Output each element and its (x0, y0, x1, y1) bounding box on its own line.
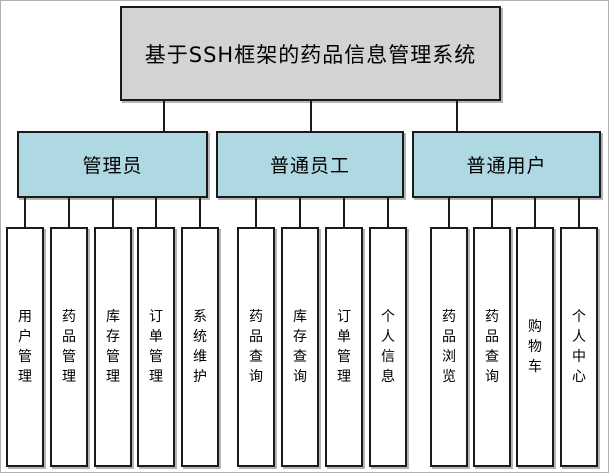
leaf-node-label: 订单管理 (337, 309, 351, 385)
root-node-label: 基于SSH框架的药品信息管理系统 (144, 42, 477, 67)
connector-user-personal-center (578, 198, 580, 227)
leaf-node-label: 个人信息 (381, 309, 395, 385)
connector-admin-system-maintenance (199, 198, 201, 227)
leaf-node-label: 库存管理 (106, 309, 120, 385)
group-node-employee: 普通员工 (216, 131, 404, 198)
connector-user-drug-query (491, 198, 493, 227)
leaf-node-label: 订单管理 (149, 309, 163, 385)
connector-root-employee (310, 101, 312, 131)
leaf-node-order-management-admin: 订单管理 (137, 227, 175, 467)
leaf-node-user-management: 用户管理 (6, 227, 44, 467)
leaf-node-label: 库存查询 (293, 309, 307, 385)
group-node-user: 普通用户 (412, 131, 601, 198)
leaf-node-shopping-cart: 购物车 (516, 227, 554, 467)
leaf-node-label: 系统维护 (193, 309, 207, 385)
leaf-node-label: 购物车 (528, 319, 542, 375)
connector-root-admin (163, 101, 165, 131)
connector-admin-user-management (24, 198, 26, 227)
group-node-administrator: 管理员 (17, 131, 208, 198)
leaf-node-label: 药品查询 (249, 309, 263, 385)
leaf-node-label: 药品查询 (485, 309, 499, 385)
group-node-label: 普通员工 (269, 155, 350, 177)
leaf-node-drug-browse: 药品浏览 (430, 227, 468, 467)
connector-root-user (456, 101, 458, 131)
leaf-node-label: 用户管理 (18, 309, 32, 385)
leaf-node-label: 个人中心 (572, 309, 586, 385)
leaf-node-drug-management: 药品管理 (50, 227, 88, 467)
leaf-node-label: 药品浏览 (442, 309, 456, 385)
connector-employee-drug-query (255, 198, 257, 227)
connector-user-shopping-cart (534, 198, 536, 227)
connector-admin-drug-management (68, 198, 70, 227)
connector-employee-order-management (343, 198, 345, 227)
leaf-node-label: 药品管理 (62, 309, 76, 385)
connector-employee-inventory-query (299, 198, 301, 227)
root-node-system: 基于SSH框架的药品信息管理系统 (120, 6, 501, 101)
group-node-label: 管理员 (82, 155, 143, 177)
connector-admin-inventory-management (112, 198, 114, 227)
leaf-node-system-maintenance: 系统维护 (181, 227, 219, 467)
leaf-node-drug-query-employee: 药品查询 (237, 227, 275, 467)
leaf-node-personal-center: 个人中心 (560, 227, 598, 467)
leaf-node-order-management-employee: 订单管理 (325, 227, 363, 467)
connector-admin-order-management (155, 198, 157, 227)
connector-user-drug-browse (448, 198, 450, 227)
leaf-node-inventory-management: 库存管理 (94, 227, 132, 467)
group-node-label: 普通用户 (466, 155, 547, 177)
leaf-node-drug-query-user: 药品查询 (473, 227, 511, 467)
leaf-node-inventory-query: 库存查询 (281, 227, 319, 467)
leaf-node-personal-info: 个人信息 (369, 227, 407, 467)
connector-employee-personal-info (387, 198, 389, 227)
